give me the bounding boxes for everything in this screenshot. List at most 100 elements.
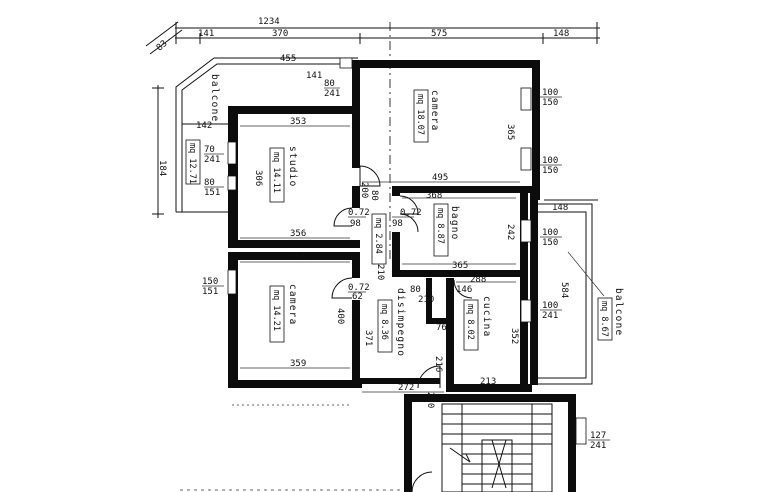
dim-dis-76: 76: [436, 323, 447, 333]
dim-cucina-288: 288: [470, 275, 486, 285]
room-camera1-area-box: [413, 89, 429, 143]
dim-balcony-141: 141: [306, 71, 322, 81]
room-cucina-area-box: [463, 299, 479, 351]
dim-right-584: 584: [559, 282, 569, 298]
door-d6-h: 210: [375, 264, 385, 280]
bottom-marks: [180, 404, 433, 492]
room-ripostiglio-area: mq 2.84: [373, 218, 383, 254]
opening-o9-h: 241: [590, 441, 606, 451]
door-d1-w: 0.72: [348, 208, 370, 218]
room-bagno-label: bagno: [449, 206, 460, 241]
dim-top-141: 141: [198, 29, 214, 39]
dim-top-575: 575: [431, 29, 447, 39]
dim-dis-272: 272: [398, 383, 414, 393]
balcony-left-area-box: [185, 139, 201, 185]
dim-camera2-356: 356: [290, 253, 306, 263]
dim-top-148: 148: [553, 29, 569, 39]
dim-left-184: 184: [157, 160, 167, 176]
opening-o1-w: 80: [324, 79, 335, 89]
dim-balcony-455: 455: [280, 54, 296, 64]
opening-o1-h: 241: [324, 89, 340, 99]
room-ripostiglio-area-box: [371, 213, 387, 265]
room-camera2-area-box: [269, 285, 285, 343]
dim-right-148: 148: [552, 203, 568, 213]
dim-camera1-365: 365: [505, 124, 515, 140]
top-dimension-line: 1234 141 370 575 148: [175, 17, 600, 44]
windows: [227, 57, 587, 445]
dim-bagno-368: 368: [426, 191, 442, 201]
opening-o4-h: 241: [204, 155, 220, 165]
left-dimension: 184: [152, 85, 167, 218]
room-labels: camera mq 18.07 studio mq 14.11 bagno mq…: [269, 89, 492, 357]
balcony-left-label: balcone: [209, 74, 220, 122]
room-camera1-label: camera: [429, 90, 440, 132]
room-disimpegno-label: disimpegno: [395, 288, 406, 357]
room-cucina-area: mq 8.02: [465, 304, 475, 340]
room-camera2-label: camera: [287, 284, 298, 326]
balcony-right-area: mq 8.67: [599, 301, 609, 337]
dim-balcony-142: 142: [196, 121, 212, 131]
dim-studio-356: 356: [290, 229, 306, 239]
dim-studio-306: 306: [253, 170, 263, 186]
opening-o2-h: 150: [542, 98, 558, 108]
room-camera2-area: mq 14.21: [271, 290, 281, 331]
opening-o8-w: 100: [542, 301, 558, 311]
balcony-left-area: mq 12.71: [187, 143, 197, 184]
dim-camera2-359: 359: [290, 359, 306, 369]
doors: [331, 165, 473, 389]
opening-o2-w: 100: [542, 88, 558, 98]
dim-total-width: 1234: [258, 17, 280, 27]
door-d5-w: 80: [410, 285, 421, 295]
door-d7-h: 210: [425, 392, 435, 408]
door-d4-w: 80: [369, 190, 379, 201]
room-studio-label: studio: [287, 146, 298, 188]
opening-o3-h: 150: [542, 166, 558, 176]
opening-o4-w: 70: [204, 145, 215, 155]
dim-dis-216: 216: [433, 356, 443, 372]
room-camera1-area: mq 18.07: [415, 94, 425, 135]
dim-dis-371: 371: [363, 330, 373, 346]
dim-r-146: 146: [456, 285, 472, 295]
dim-bagno-365: 365: [452, 261, 468, 271]
door-labels: 0.72 98 0.72 98 0.72 62 80 80 210 210 21…: [348, 190, 435, 408]
room-bagno-area-box: [433, 203, 449, 257]
walls: [228, 60, 576, 492]
staircase: [441, 403, 553, 492]
dim-camera2-400: 400: [335, 308, 345, 324]
balcony-right-area-box: [597, 297, 613, 341]
balcony-right: 148 584 balcone mq 8.67: [538, 199, 624, 385]
opening-o6-h: 150: [542, 238, 558, 248]
dim-studio-353: 353: [290, 117, 306, 127]
dim-top-370: 370: [272, 29, 288, 39]
room-bagno-area: mq 8.87: [435, 208, 445, 244]
dim-bagno-242: 242: [505, 224, 515, 240]
door-d1-h: 98: [350, 219, 361, 229]
dim-hall-200: 200: [359, 182, 369, 198]
dim-cucina-352: 352: [509, 328, 519, 344]
door-d5-h: 210: [418, 295, 434, 305]
opening-o8-h: 241: [542, 311, 558, 321]
balcony-left: 455 141 142 balcone mq 12.71: [175, 54, 358, 213]
room-studio-area: mq 14.11: [271, 152, 281, 193]
window-labels: 80 241 100 150 100 150 70 241 80 151 100…: [202, 79, 610, 451]
room-dimensions: 353 356 306 495 365 368 365 242 288 213 …: [240, 117, 520, 393]
room-cucina-label: cucina: [481, 296, 492, 338]
opening-o6-w: 100: [542, 228, 558, 238]
room-disimpegno-area: mq 8.36: [379, 304, 389, 340]
balcony-right-label: balcone: [613, 288, 624, 336]
opening-o5-h: 151: [204, 188, 220, 198]
opening-o9-w: 127: [590, 431, 606, 441]
door-d2-h: 98: [392, 219, 403, 229]
dim-cucina-213: 213: [480, 377, 496, 387]
room-disimpegno-area-box: [377, 299, 393, 353]
opening-o3-w: 100: [542, 156, 558, 166]
opening-o7-h: 151: [202, 287, 218, 297]
opening-o7-w: 150: [202, 277, 218, 287]
door-d2-w: 0.72: [400, 208, 422, 218]
door-d3-h: 62: [352, 292, 363, 302]
dim-camera1-495: 495: [432, 173, 448, 183]
opening-o5-w: 80: [204, 178, 215, 188]
door-d3-w: 0.72: [348, 283, 370, 293]
room-studio-area-box: [269, 147, 285, 203]
